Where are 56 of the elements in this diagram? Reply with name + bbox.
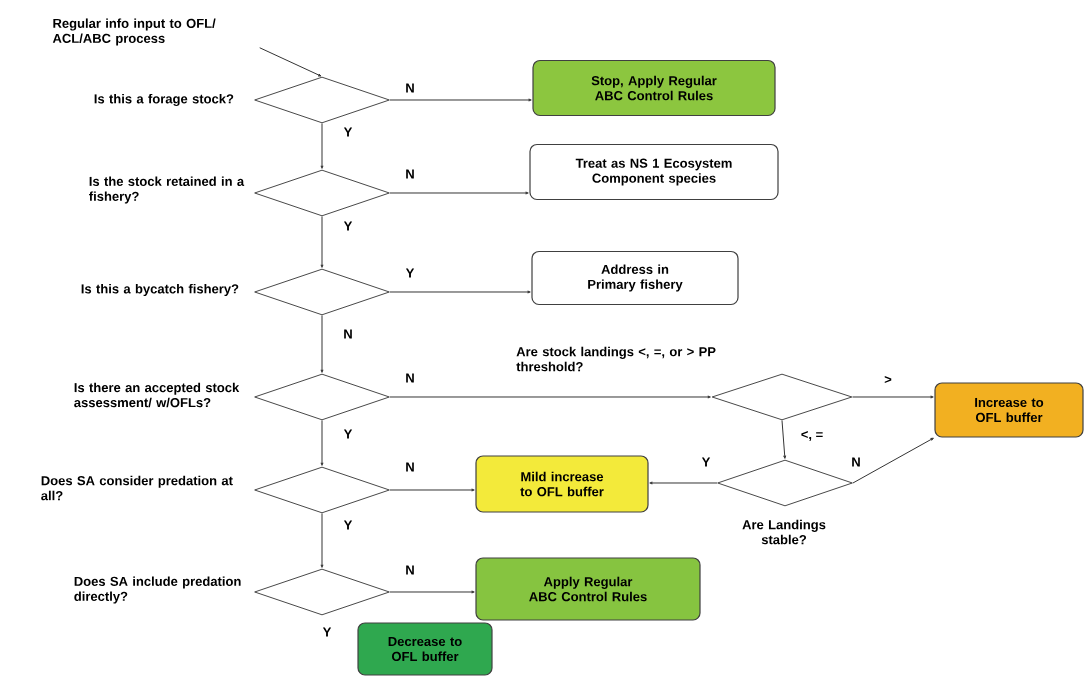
question-text: Is this a bycatch fishery? xyxy=(81,283,239,297)
question-text: Are stock landings <, =, or > PP threshold? xyxy=(516,346,716,372)
arrow xyxy=(781,419,787,459)
arrow xyxy=(320,419,324,466)
question-text: Is the stock retained in a fishery? xyxy=(89,176,245,204)
question-text: Does SA include predation directly? xyxy=(74,576,241,604)
arrow xyxy=(320,215,324,268)
edge-label: Y xyxy=(342,220,354,232)
arrow xyxy=(320,314,324,373)
edge-label: Y xyxy=(700,456,712,468)
edge-label: N xyxy=(850,456,862,468)
arrow xyxy=(389,590,475,594)
process-box: Mild increase to OFL buffer xyxy=(475,455,649,513)
edge-label: Y xyxy=(404,267,416,279)
input-note: Regular info input to OFL/ ACL/ABC process xyxy=(52,18,216,46)
decision-diamond xyxy=(254,466,390,514)
decision-diamond xyxy=(254,568,390,616)
arrow xyxy=(259,47,322,77)
arrow xyxy=(389,488,475,492)
decision-diamond xyxy=(711,373,853,421)
decision-diamond xyxy=(717,459,853,507)
edge-label: Y xyxy=(342,519,354,531)
decision-diamond xyxy=(254,76,390,124)
question-text: Are Landings stable? xyxy=(742,519,826,545)
branch-label: Y xyxy=(322,627,332,637)
process-box: Treat as NS 1 Ecosystem Component species xyxy=(529,143,779,201)
arrow xyxy=(389,191,529,195)
process-box: Decrease to OFL buffer xyxy=(357,622,493,676)
edge-label: N xyxy=(404,372,416,384)
arrow xyxy=(649,481,718,485)
edge-label: N xyxy=(404,168,416,180)
arrow xyxy=(320,122,324,169)
edge-label: Y xyxy=(342,428,354,440)
question-text: Is this a forage stock? xyxy=(94,93,234,107)
edge-label: Y xyxy=(342,126,354,138)
edge-label: <, = xyxy=(799,430,825,442)
edge-label: N xyxy=(342,328,354,340)
edge-label: N xyxy=(404,461,416,473)
arrow xyxy=(389,290,531,294)
arrow xyxy=(851,395,934,399)
question-text: Is there an accepted stock assessment/ w/OFLs? xyxy=(74,382,240,408)
process-box: Apply Regular ABC Control Rules xyxy=(475,557,701,621)
decision-diamond xyxy=(254,373,390,421)
question-text: Does SA consider predation at all? xyxy=(41,475,233,501)
decision-diamond xyxy=(254,268,390,316)
arrow xyxy=(320,512,324,568)
process-box: Address in Primary fishery xyxy=(531,250,739,306)
decision-diamond xyxy=(254,169,390,217)
arrow xyxy=(389,98,532,102)
edge-label: N xyxy=(404,564,416,576)
arrow xyxy=(389,395,711,399)
edge-label: > xyxy=(883,375,893,385)
edge-label: N xyxy=(404,82,416,94)
process-box: Increase to OFL buffer xyxy=(934,382,1084,438)
arrow xyxy=(852,437,934,484)
process-box: Stop, Apply Regular ABC Control Rules xyxy=(532,59,776,117)
